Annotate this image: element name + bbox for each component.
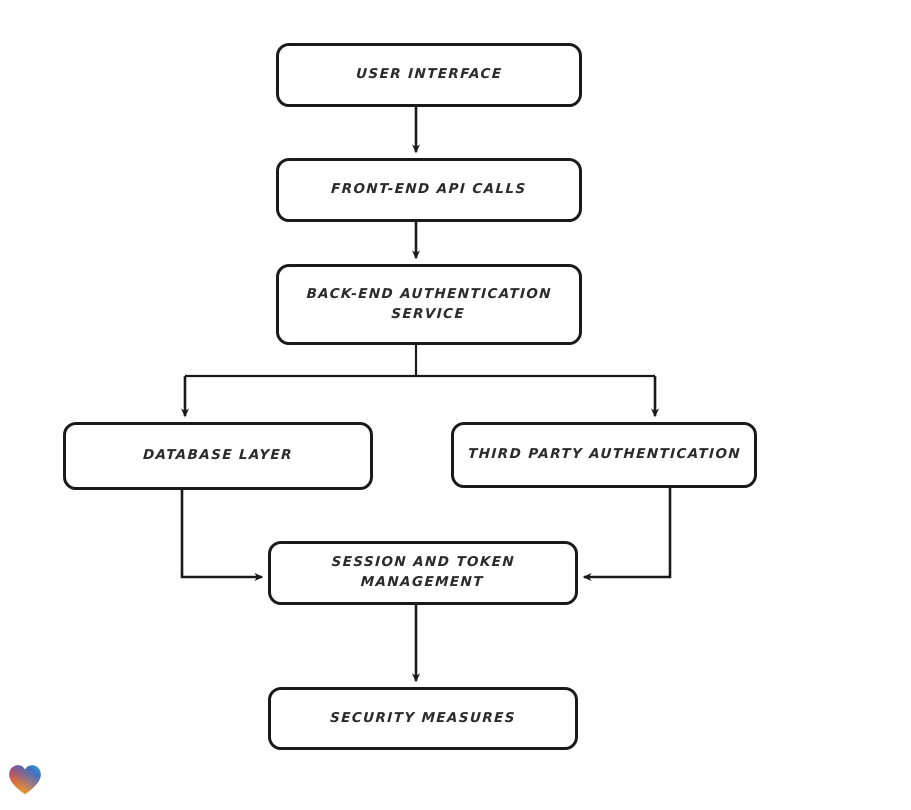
node-user-interface[interactable]: User Interface xyxy=(276,43,582,107)
heart-icon xyxy=(9,765,41,795)
connector-database-to-session xyxy=(180,490,264,581)
node-label-session-and-token-management: Session and Token Management xyxy=(331,554,516,590)
node-label-front-end-api-calls: Front-End API Calls xyxy=(330,181,528,198)
node-front-end-api-calls[interactable]: Front-End API Calls xyxy=(276,158,582,222)
node-label-security-measures: Security Measures xyxy=(329,709,517,726)
node-label-user-interface: User Interface xyxy=(355,66,503,83)
node-database-layer[interactable]: Database Layer xyxy=(63,422,373,490)
node-label-database-layer: Database Layer xyxy=(142,447,294,464)
node-security-measures[interactable]: Security Measures xyxy=(268,687,578,750)
node-label-back-end-authentication-service: Back-End Authentication Service xyxy=(306,285,553,322)
node-label-third-party-authentication: Third Party Authentication xyxy=(467,446,741,463)
node-third-party-authentication[interactable]: Third Party Authentication xyxy=(451,422,757,488)
node-session-and-token-management[interactable]: Session and Token Management xyxy=(268,541,578,605)
node-back-end-authentication-service[interactable]: Back-End Authentication Service xyxy=(276,264,582,345)
connector-thirdparty-to-session xyxy=(582,488,672,581)
